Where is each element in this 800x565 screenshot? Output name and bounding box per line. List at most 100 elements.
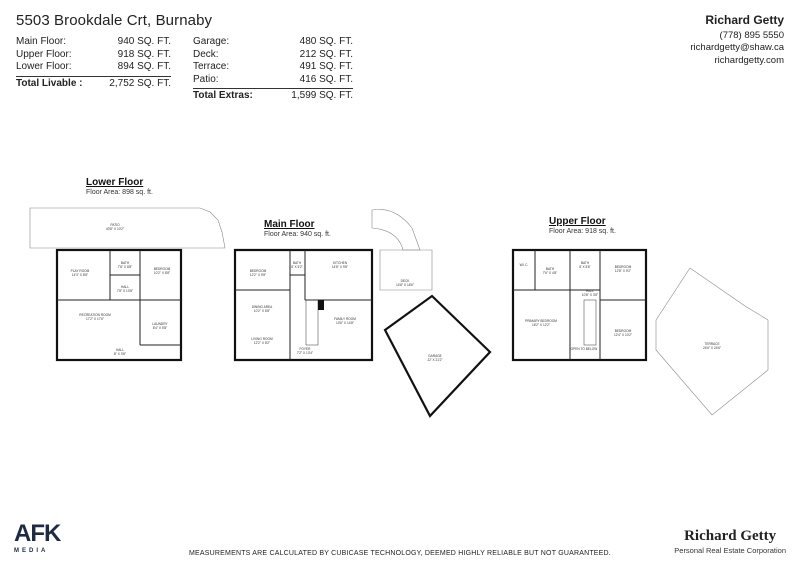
svg-text:BEDROOM: BEDROOM (615, 329, 632, 333)
agent-name: Richard Getty (705, 13, 784, 27)
afk-media-logo: AFK MEDIA (14, 520, 61, 555)
svg-text:BATH: BATH (121, 261, 130, 265)
svg-text:BATH: BATH (546, 267, 555, 271)
svg-text:8' X 5'6": 8' X 5'6" (579, 265, 591, 269)
stat-label: Main Floor: (16, 36, 67, 47)
stat-row-main-floor: Main Floor: 940 SQ. FT. (16, 36, 171, 49)
svg-text:LIVING ROOM: LIVING ROOM (251, 337, 273, 341)
stat-row-terrace: Terrace:491 SQ. FT. (193, 61, 353, 74)
upper-floor-area: Floor Area: 918 sq. ft. (549, 228, 616, 235)
stat-label: Terrace: (193, 61, 230, 72)
svg-text:12'2" X 8'2": 12'2" X 8'2" (254, 341, 270, 345)
agent-brand: Richard Getty Personal Real Estate Corpo… (674, 528, 786, 555)
stat-row-garage: Garage: 480 SQ. FT. (193, 36, 353, 49)
stat-value: 940 SQ. FT. (117, 36, 171, 47)
main-floor-title: Main Floor (264, 219, 315, 230)
stat-row-upper-floor: Upper Floor: 918 SQ. FT. (16, 49, 171, 62)
main-deck-stairs (371, 209, 421, 251)
svg-text:8'4" X 5'8": 8'4" X 5'8" (153, 326, 167, 330)
extras-area-summary: Garage: 480 SQ. FT. Deck:212 SQ. FT. Terr… (193, 36, 353, 101)
svg-text:W.I.C.: W.I.C. (520, 263, 529, 267)
main-deck-outline (379, 249, 433, 291)
svg-text:BATH: BATH (581, 261, 590, 265)
main-floor-walls (233, 248, 374, 362)
svg-text:17'2" X 17'6": 17'2" X 17'6" (86, 317, 104, 321)
svg-text:DECK: DECK (401, 279, 411, 283)
measurement-disclaimer: MEASUREMENTS ARE CALCULATED BY CUBICASE … (189, 550, 611, 557)
stat-value: 894 SQ. FT. (117, 61, 171, 72)
lower-floor-area: Floor Area: 898 sq. ft. (86, 189, 153, 196)
svg-text:TERRACE: TERRACE (704, 342, 719, 346)
upper-floor-walls (511, 248, 648, 362)
stat-value: 416 SQ. FT. (299, 73, 353, 85)
agent-email[interactable]: richardgetty@shaw.ca (690, 42, 784, 53)
stat-value: 1,599 SQ. FT. (291, 90, 353, 101)
svg-text:14'8" X 16'6": 14'8" X 16'6" (396, 283, 414, 287)
svg-text:14'8" X 9'8": 14'8" X 9'8" (332, 265, 348, 269)
svg-text:BATH: BATH (293, 261, 302, 265)
agent-website[interactable]: richardgetty.com (714, 54, 784, 66)
lower-patio-outline (29, 207, 226, 249)
svg-text:10'8" X 3'8": 10'8" X 3'8" (582, 293, 598, 297)
svg-text:HALL: HALL (586, 289, 594, 293)
stat-row-deck: Deck:212 SQ. FT. (193, 49, 353, 62)
svg-text:12'2" X 9'8": 12'2" X 9'8" (250, 273, 266, 277)
svg-text:FAMILY ROOM: FAMILY ROOM (334, 317, 356, 321)
main-floor-area: Floor Area: 940 sq. ft. (264, 231, 331, 238)
stat-label: Garage: (193, 36, 230, 47)
svg-text:7'6" X 4'8": 7'6" X 4'8" (543, 271, 557, 275)
stat-row-patio: Patio: 416 SQ. FT. (193, 74, 353, 87)
svg-text:BEDROOM: BEDROOM (615, 265, 632, 269)
svg-text:PRIMARY BEDROOM: PRIMARY BEDROOM (525, 319, 557, 323)
agent-phone[interactable]: (778) 895 5550 (719, 29, 784, 41)
logo-subtitle: MEDIA (14, 548, 49, 554)
stat-label: Deck: (193, 48, 219, 60)
svg-text:40'8" X 10'2": 40'8" X 10'2" (106, 227, 124, 231)
property-address: 5503 Brookdale Crt, Burnaby (16, 12, 213, 29)
brand-name: Richard Getty (684, 528, 777, 544)
svg-text:HALL: HALL (116, 348, 124, 352)
svg-text:12'8" X 9'2": 12'8" X 9'2" (615, 269, 631, 273)
livable-area-summary: Main Floor: 940 SQ. FT. Upper Floor: 918 S… (16, 36, 171, 89)
svg-text:KITCHEN: KITCHEN (333, 261, 348, 265)
stat-label: Total Extras: (193, 90, 253, 101)
svg-text:LAUNDRY: LAUNDRY (152, 322, 168, 326)
lower-floor-walls (55, 248, 183, 362)
upper-floor-title: Upper Floor (549, 216, 606, 227)
svg-text:16'2" X 12'2": 16'2" X 12'2" (532, 323, 550, 327)
stat-row-total-extras: Total Extras: 1,599 SQ. FT. (193, 88, 353, 101)
svg-text:12'4" X 10'2": 12'4" X 10'2" (614, 333, 632, 337)
logo-mark: AFK (14, 520, 61, 547)
stat-label: Lower Floor: (16, 61, 72, 72)
upper-terrace-outline (655, 267, 769, 416)
svg-text:7'8" X 10'8": 7'8" X 10'8" (117, 289, 133, 293)
svg-text:GARAGE: GARAGE (428, 354, 442, 358)
stat-value: 2,752 SQ. FT. (109, 77, 171, 89)
svg-text:13'6" X 14'8": 13'6" X 14'8" (336, 321, 354, 325)
svg-text:RECREATION ROOM: RECREATION ROOM (79, 313, 111, 317)
svg-text:OPEN TO BELOW: OPEN TO BELOW (571, 347, 598, 351)
svg-text:PATIO: PATIO (110, 223, 120, 227)
stat-value: 480 SQ. FT. (299, 36, 353, 47)
svg-text:FOYER: FOYER (300, 347, 312, 351)
agent-contact: Richard Getty (778) 895 5550 richardgett… (690, 14, 784, 67)
svg-text:10'2" X 8'8": 10'2" X 8'8" (154, 271, 170, 275)
svg-text:14'3" X 8'8": 14'3" X 8'8" (72, 273, 88, 277)
svg-text:8'' X 3'8": 8'' X 3'8" (114, 352, 126, 356)
svg-text:DINING AREA: DINING AREA (252, 305, 273, 309)
lower-floor-title: Lower Floor (86, 177, 144, 188)
garage-walls (383, 294, 492, 418)
stat-label: Total Livable : (16, 77, 83, 89)
brand-subtitle: Personal Real Estate Corporation (674, 546, 786, 555)
svg-text:PLAY ROOM: PLAY ROOM (71, 269, 90, 273)
svg-text:7'8" X 8'8": 7'8" X 8'8" (118, 265, 132, 269)
svg-text:10'2" X 6'8": 10'2" X 6'8" (254, 309, 270, 313)
stat-value: 918 SQ. FT. (117, 48, 171, 60)
stat-label: Upper Floor: (16, 48, 72, 60)
svg-text:24'6" X 24'6": 24'6" X 24'6" (703, 346, 721, 350)
svg-text:BEDROOM: BEDROOM (250, 269, 267, 273)
svg-text:BEDROOM: BEDROOM (154, 267, 171, 271)
svg-text:HALL: HALL (121, 285, 129, 289)
stat-label: Patio: (193, 73, 219, 85)
